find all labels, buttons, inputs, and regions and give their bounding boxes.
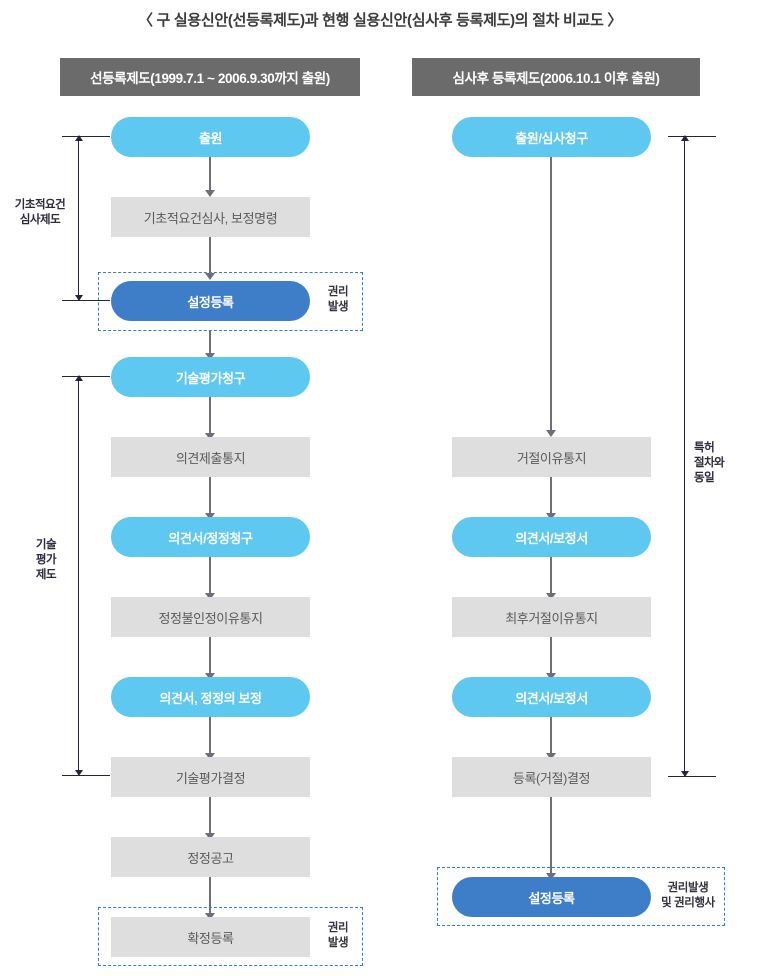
node-right-final-rejection-notice[interactable]: 최후거절이유통지 — [452, 597, 651, 637]
bracket-arrow-up-icon — [75, 135, 83, 141]
column-header-left: 선등록제도(1999.7.1 ~ 2006.9.30까지 출원) — [60, 58, 360, 96]
bracket-line — [684, 136, 686, 777]
node-right-opinion-amendment-2[interactable]: 의견서/보정서 — [452, 677, 651, 717]
node-right-registration-decision[interactable]: 등록(거절)결정 — [452, 757, 651, 797]
node-left-tech-eval-request[interactable]: 기술평가청구 — [111, 357, 310, 397]
arrowhead-icon — [205, 673, 215, 680]
connector — [550, 717, 552, 755]
bracket-cap-top — [62, 136, 110, 138]
bracket-arrow-up-icon — [75, 375, 83, 381]
arrowhead-icon — [205, 593, 215, 600]
connector — [550, 797, 552, 875]
bracket-cap-bottom — [668, 776, 716, 778]
connector — [550, 477, 552, 515]
bracket-arrow-down-icon — [681, 771, 689, 777]
bracket-cap-bottom — [62, 300, 110, 302]
bracket-arrow-up-icon — [681, 135, 689, 141]
arrowhead-icon — [546, 513, 556, 520]
arrowhead-icon — [205, 833, 215, 840]
arrowhead-icon — [205, 353, 215, 360]
connector — [209, 157, 211, 192]
node-left-opinion-notice[interactable]: 의견제출통지 — [111, 437, 310, 477]
connector — [550, 157, 552, 432]
connector — [550, 637, 552, 675]
node-left-tech-eval-decision[interactable]: 기술평가결정 — [111, 757, 310, 797]
connector — [209, 717, 211, 755]
side-note-right-registration: 권리발생 및 권리행사 — [661, 882, 715, 909]
bracket-arrow-down-icon — [75, 295, 83, 301]
highlight-box-left-final-registration — [98, 907, 363, 966]
arrowhead-icon — [546, 593, 556, 600]
arrowhead-icon — [546, 673, 556, 680]
arrowhead-icon — [546, 753, 556, 760]
node-left-basic-review[interactable]: 기초적요건심사, 보정명령 — [111, 197, 310, 237]
connector — [209, 237, 211, 275]
side-note-left-registration: 권리 발생 — [327, 286, 349, 313]
connector — [209, 477, 211, 515]
side-note-left-final-registration: 권리 발생 — [327, 922, 349, 949]
bracket-label-basic-review-system: 기초적요건 심사제도 — [14, 199, 66, 226]
arrowhead-icon — [205, 273, 215, 280]
bracket-cap-top — [62, 376, 110, 378]
bracket-label-same-as-patent: 특허 절차와 동일 — [694, 442, 725, 484]
node-left-final-registration[interactable]: 확정등록 — [111, 917, 310, 957]
node-left-chulwon[interactable]: 출원 — [111, 117, 310, 157]
node-left-correction-announcement[interactable]: 정정공고 — [111, 837, 310, 877]
page-title: 〈 구 실용신안(선등록제도)과 현행 실용신안(심사후 등록제도)의 절차 비… — [137, 12, 623, 29]
arrowhead-icon — [205, 433, 215, 440]
connector — [209, 557, 211, 595]
connector — [209, 797, 211, 835]
arrowhead-icon — [546, 430, 556, 437]
node-left-setjeong-deungrok[interactable]: 설정등록 — [111, 281, 310, 321]
node-left-opinion-correction-request[interactable]: 의견서/정정청구 — [111, 517, 310, 557]
connector — [550, 557, 552, 595]
arrowhead-icon — [205, 190, 215, 197]
bracket-line — [78, 136, 80, 301]
node-left-opinion-amendment[interactable]: 의견서, 정정의 보정 — [111, 677, 310, 717]
column-header-right: 심사후 등록제도(2006.10.1 이후 출원) — [412, 58, 700, 96]
arrowhead-icon — [205, 513, 215, 520]
connector — [209, 331, 211, 356]
arrowhead-icon — [205, 913, 215, 920]
bracket-arrow-down-icon — [75, 770, 83, 776]
highlight-box-right-registration — [437, 867, 725, 926]
arrowhead-icon — [205, 753, 215, 760]
node-right-rejection-notice[interactable]: 거절이유통지 — [452, 437, 651, 477]
node-right-setjeong-deungrok[interactable]: 설정등록 — [452, 877, 651, 917]
connector — [209, 397, 211, 435]
bracket-cap-top — [668, 136, 716, 138]
highlight-box-left-registration — [98, 272, 363, 331]
node-right-application-exam-request[interactable]: 출원/심사청구 — [452, 117, 651, 157]
node-left-correction-denial-notice[interactable]: 정정불인정이유통지 — [111, 597, 310, 637]
connector — [209, 877, 211, 915]
arrowhead-icon — [546, 873, 556, 880]
bracket-cap-bottom — [62, 775, 110, 777]
connector — [209, 637, 211, 675]
node-right-opinion-amendment-1[interactable]: 의견서/보정서 — [452, 517, 651, 557]
bracket-line — [78, 376, 80, 776]
bracket-label-tech-eval-system: 기술 평가 제도 — [35, 539, 57, 581]
